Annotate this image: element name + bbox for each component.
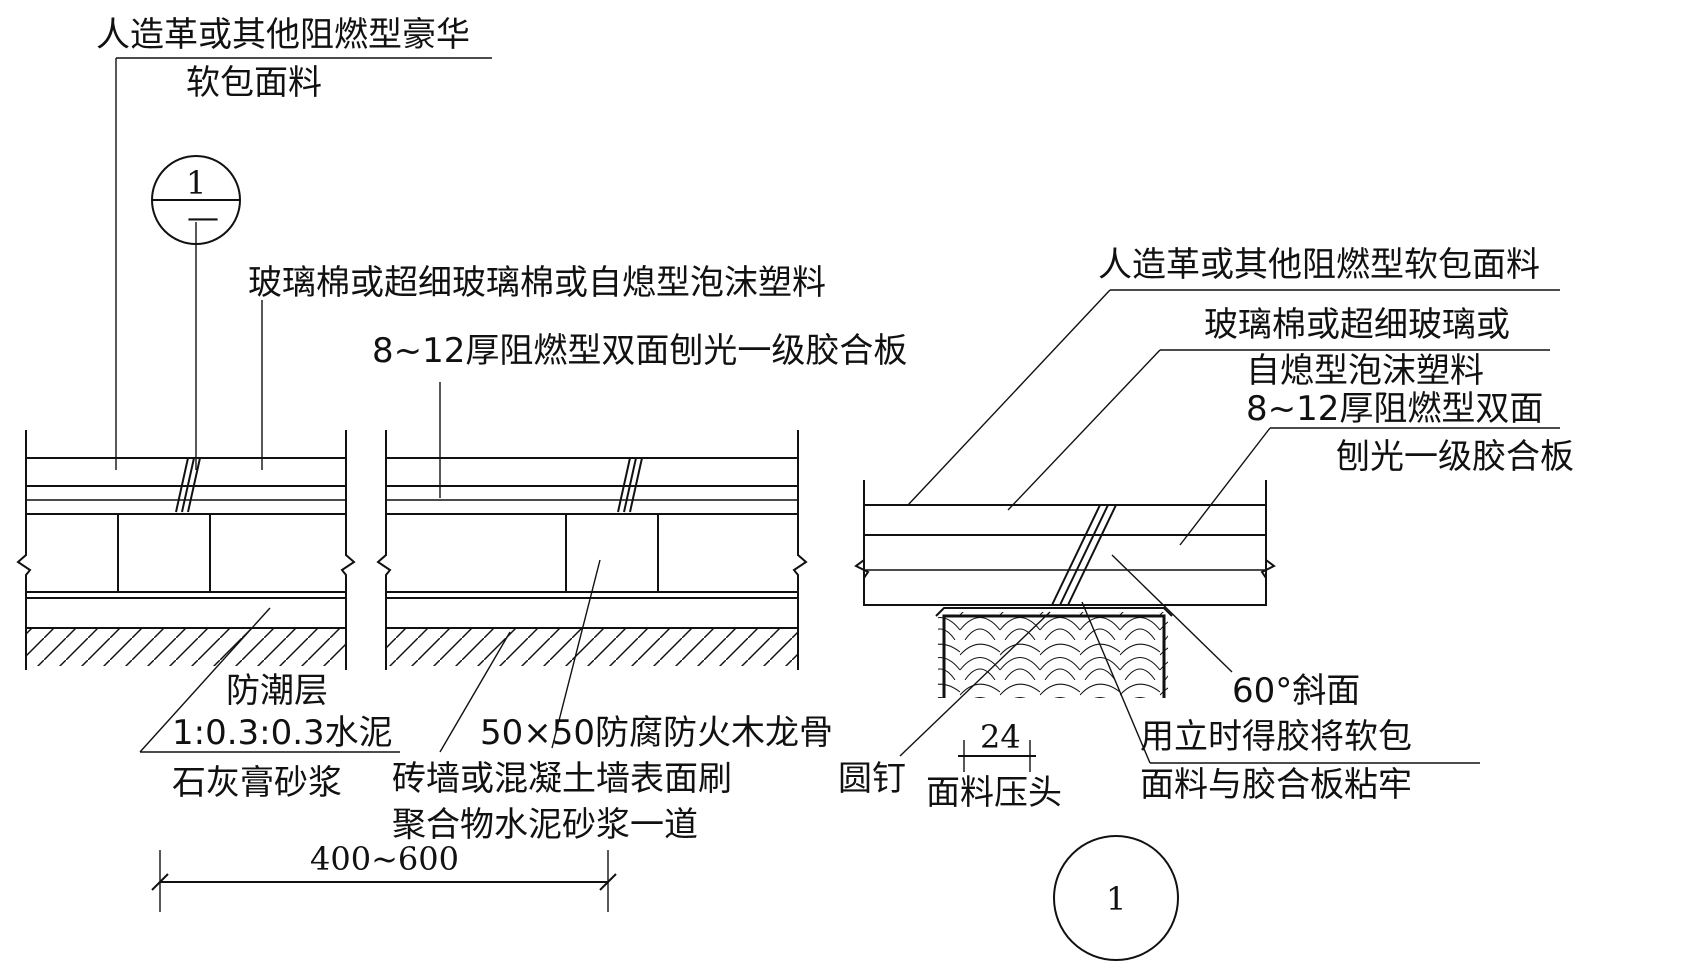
left-panel-a [16,430,356,670]
label-glue-1: 用立时得胶将软包 [1140,717,1412,757]
label-moisture-2: 1:0.3:0.3水泥 [172,713,393,753]
label-wall-1: 砖墙或混凝土墙表面刷 [392,759,732,799]
right-leaders [899,289,1560,961]
label-plywood-right-1: 8~12厚阻燃型双面 [1246,389,1543,429]
label-plywood-left: 8~12厚阻燃型双面刨光一级胶合板 [372,331,907,371]
label-nail: 圆钉 [838,759,906,799]
label-fabric-luxury-2: 软包面料 [186,63,322,103]
left-leaders [115,57,601,753]
detail-marker-number: 1 [1106,880,1126,918]
right-detail [854,480,1276,698]
detail-marker-circle [1053,835,1179,961]
label-fabric-luxury: 人造革或其他阻燃型豪华 [96,15,470,55]
label-bevel: 60°斜面 [1232,671,1360,711]
label-wall-2: 聚合物水泥砂浆一道 [392,805,698,845]
left-panel-b [376,430,808,670]
label-glue-2: 面料与胶合板粘牢 [1140,765,1412,805]
label-plywood-right-2: 刨光一级胶合板 [1336,437,1574,477]
label-press-dimension: 24 [980,718,1021,756]
label-keel: 50×50防腐防火木龙骨 [480,713,833,753]
label-moisture-1: 防潮层 [226,671,328,711]
dimension-text: 400~600 [310,840,459,878]
section-marker-sheet: — [187,198,219,236]
label-press: 面料压头 [926,773,1062,813]
section-marker [151,155,241,245]
label-glass-wool-right-1: 玻璃棉或超细玻璃或 [1204,305,1510,345]
label-glass-wool-right-2: 自熄型泡沫塑料 [1246,351,1484,391]
label-glass-wool-left: 玻璃棉或超细玻璃棉或自熄型泡沫塑料 [248,263,826,303]
dimension-400-600 [151,850,617,912]
section-marker-number: 1 [186,164,206,202]
label-fabric-right: 人造革或其他阻燃型软包面料 [1098,245,1540,285]
label-moisture-3: 石灰膏砂浆 [172,763,342,803]
